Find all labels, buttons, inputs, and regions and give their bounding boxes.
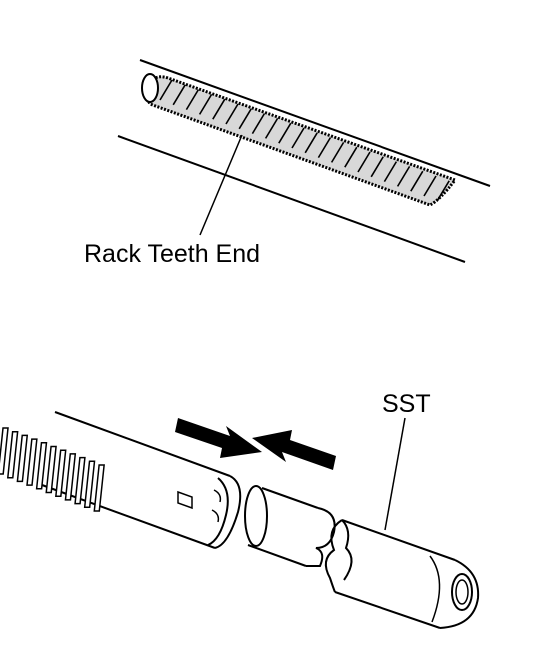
- rack-tooth: [304, 132, 318, 154]
- rack-end-tooth: [0, 427, 9, 475]
- rack-tooth: [396, 165, 411, 187]
- rack-tooth: [357, 151, 371, 173]
- rack-tooth: [185, 89, 200, 111]
- rack-end-tooth: [74, 456, 86, 505]
- rack-tooth: [410, 170, 424, 192]
- rack-bar-top: [117, 59, 491, 263]
- rack-end-teeth: [0, 427, 105, 512]
- rack-teeth-end-leader: [199, 134, 243, 236]
- arrow-right-icon: [175, 418, 262, 458]
- rack-end: [0, 411, 242, 549]
- rack-end-tooth: [16, 434, 29, 483]
- rack-tooth: [159, 79, 173, 101]
- rack-tooth: [198, 93, 213, 115]
- rack-end-tooth: [26, 438, 38, 486]
- press-arrows: [175, 418, 336, 470]
- rack-tooth: [344, 146, 358, 168]
- rack-tooth: [251, 113, 266, 135]
- rack-teeth-band: [141, 73, 458, 207]
- rack-end-tooth: [35, 442, 48, 490]
- rack-tooth: [238, 108, 252, 130]
- rack-tooth: [212, 98, 226, 120]
- rack-tooth: [423, 175, 437, 197]
- rack-teeth: [159, 79, 450, 202]
- rack-tooth: [264, 117, 279, 139]
- rack-end-tooth: [93, 464, 105, 512]
- rack-tooth: [317, 137, 332, 159]
- rack-tooth: [225, 103, 239, 125]
- rack-end-tooth: [55, 449, 67, 497]
- rack-tooth: [291, 127, 305, 149]
- spacer-collar: [244, 485, 336, 567]
- sst-tool: [324, 417, 480, 629]
- sst-leader: [384, 417, 406, 531]
- rack-end-tooth: [83, 460, 96, 509]
- sst-label: SST: [382, 390, 431, 418]
- rack-end-tooth: [6, 430, 19, 479]
- rack-end-tooth: [64, 453, 77, 501]
- rack-tooth: [383, 161, 398, 183]
- rack-tooth: [436, 180, 450, 202]
- rack-teeth-end-label: Rack Teeth End: [84, 240, 260, 268]
- rack-tooth: [278, 122, 292, 144]
- rack-end-tooth: [45, 445, 57, 494]
- rack-tooth: [330, 141, 345, 163]
- arrow-left-icon: [252, 430, 336, 470]
- rack-tooth: [172, 84, 186, 106]
- rack-tooth: [370, 156, 384, 178]
